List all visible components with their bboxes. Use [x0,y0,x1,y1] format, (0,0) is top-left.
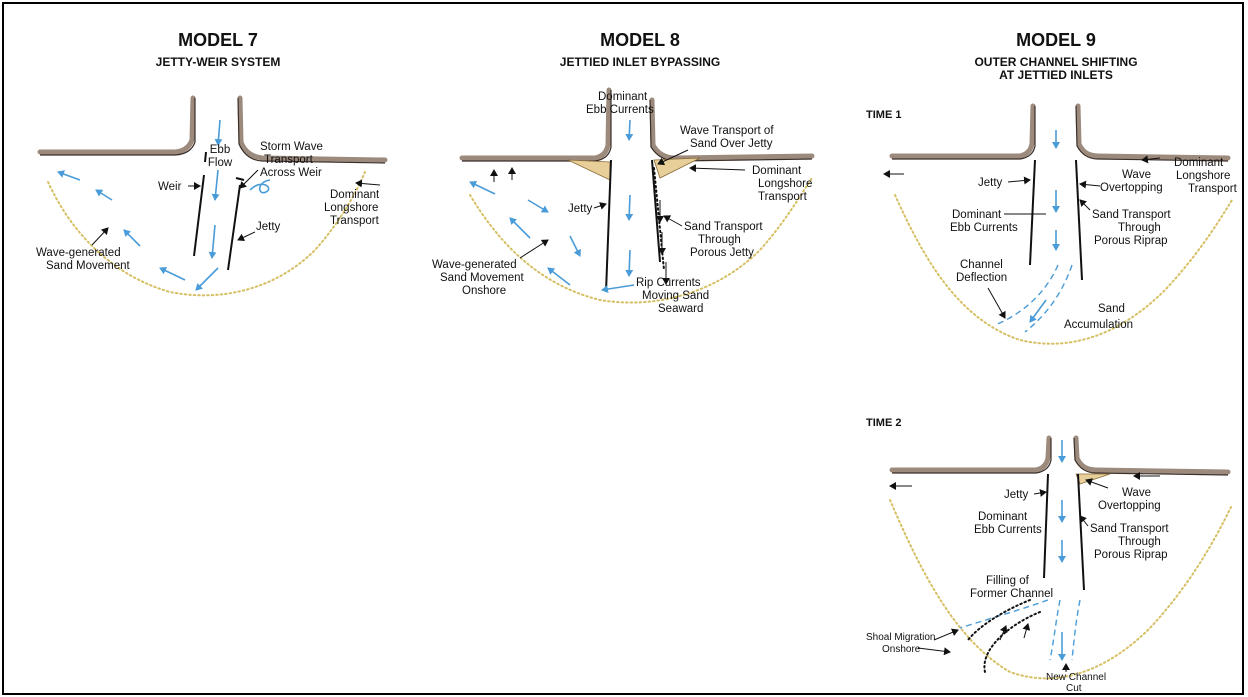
model-7-panel: MODEL 7 JETTY-WEIR SYSTEM Ebb [36,30,388,297]
model-9-t1-accum-2: Accumulation [1064,319,1133,331]
model-8-wave-over-1: Wave Transport of [680,125,774,137]
model-9-t2-jetty: Jetty [1004,489,1029,501]
model-8-wave-gen-2: Sand Movement [440,272,525,284]
model-8-sand-through-2: Through [698,234,741,246]
model-7-wave-gen-1: Wave-generated [36,247,121,259]
model-8-black-transport-arrows [490,167,670,285]
model-9-t1-wave-1: Wave [1122,169,1151,181]
model-9-t1-sand-2: Through [1118,222,1161,234]
model-7-ebb-label: Ebb [210,144,230,156]
model-8-wave-gen-3: Onshore [462,285,506,297]
model-9-time-1: TIME 1 Jetty Dominant Longshore Transpor… [866,103,1238,345]
model-7-dominant-3: Transport [330,215,380,227]
model-8-sand-wedge-right [653,157,701,179]
model-7-weir-label: Weir [158,181,182,193]
model-9-t1-dom-1: Dominant [1174,157,1224,169]
model-8-rip-1: Rip Currents [636,277,701,289]
model-7-dominant-2: Longshore [324,202,378,214]
model-9-t1-dom-2: Longshore [1176,170,1230,182]
model-9-t1-ebb-1: Dominant [952,209,1002,221]
model-8-title: MODEL 8 [600,30,680,50]
model-9-t1-accum-1: Sand [1098,303,1125,315]
model-9-t2-wave-1: Wave [1122,487,1151,499]
model-7-subtitle: JETTY-WEIR SYSTEM [156,55,281,69]
model-9-t2-sand-1: Sand Transport [1090,523,1169,535]
model-9-time-2-label: TIME 2 [866,417,901,429]
model-9-t1-deflect-2: Deflection [956,272,1007,284]
model-9-t1-sand-3: Porous Riprap [1094,235,1168,247]
model-7-weir-right [235,177,245,181]
model-8-jetty-left [605,159,612,293]
model-8-dominant-2: Longshore [758,178,812,190]
model-8-ebb-2: Ebb Currents [586,104,654,116]
model-7-dominant-1: Dominant [330,189,380,201]
model-9-time-1-label: TIME 1 [866,109,901,121]
model-9-t1-wave-2: Overtopping [1100,182,1163,194]
model-7-jetty-left [193,174,205,257]
model-8-wave-gen-1: Wave-generated [432,259,517,271]
model-9-t2-ebb-1: Dominant [978,511,1028,523]
model-7-jetty-label: Jetty [256,221,281,233]
model-8-jetty-right [651,159,661,263]
model-9-t1-jetty: Jetty [978,177,1003,189]
model-8-subtitle: JETTIED INLET BYPASSING [560,55,720,69]
model-9-subtitle-1: OUTER CHANNEL SHIFTING [974,55,1137,69]
model-7-weir-gap [204,151,207,163]
model-7-jetty-right [227,184,241,271]
model-9-t1-sand-1: Sand Transport [1092,209,1171,221]
model-8-rip-3: Seaward [658,303,703,315]
model-7-storm-label-1: Storm Wave [260,141,323,153]
model-8-sand-wedge-left [567,159,611,181]
model-8-dominant-3: Transport [758,191,808,203]
model-9-t1-deflect-1: Channel [960,259,1003,271]
model-8-dominant-1: Dominant [752,165,802,177]
model-7-currents [57,119,271,291]
model-9-t2-shoal-1: Shoal Migration [866,632,935,643]
model-9-t2-filling-2: Former Channel [970,588,1053,600]
model-8-jetty-label: Jetty [568,203,593,215]
model-9-title: MODEL 9 [1016,30,1096,50]
model-9-t2-filling-1: Filling of [986,575,1030,587]
model-8-sand-through-3: Porous Jetty [690,247,754,259]
model-9-time-2: TIME 2 Jetty Wave Overtoppin [866,417,1233,694]
model-7-shoal-outline [47,171,366,297]
model-8-currents [469,119,635,294]
model-9-t2-wave-2: Overtopping [1098,500,1161,512]
model-8-sand-through-1: Sand Transport [684,221,763,233]
model-9-t2-shoal-2: Onshore [882,644,921,655]
model-9-t2-sand-2: Through [1118,536,1161,548]
model-9-panel: MODEL 9 OUTER CHANNEL SHIFTING AT JETTIE… [866,30,1238,694]
model-8-rip-2: Moving Sand [642,290,709,302]
model-8-panel: MODEL 8 JETTIED INLET BYPASSING [432,30,815,315]
model-9-t2-newcut-1: New Channel [1046,672,1106,683]
model-7-storm-label-2: Transport [264,154,314,166]
model-7-shoreline [37,95,388,164]
model-9-t2-newcut-2: Cut [1066,683,1082,694]
model-9-subtitle-2: AT JETTIED INLETS [999,68,1113,82]
model-9-t1-ebb-2: Ebb Currents [950,222,1018,234]
model-7-wave-gen-2: Sand Movement [46,260,131,272]
model-7-flow-label: Flow [208,157,233,169]
model-8-ebb-1: Dominant [598,91,648,103]
model-9-t2-sand-3: Porous Riprap [1094,549,1168,561]
model-7-title: MODEL 7 [178,30,258,50]
model-8-shoal-outline [469,177,813,304]
model-9-t2-ebb-2: Ebb Currents [974,524,1042,536]
model-8-wave-over-2: Sand Over Jetty [690,138,773,150]
model-7-storm-label-3: Across Weir [260,167,322,179]
model-9-t1-dom-3: Transport [1188,183,1238,195]
